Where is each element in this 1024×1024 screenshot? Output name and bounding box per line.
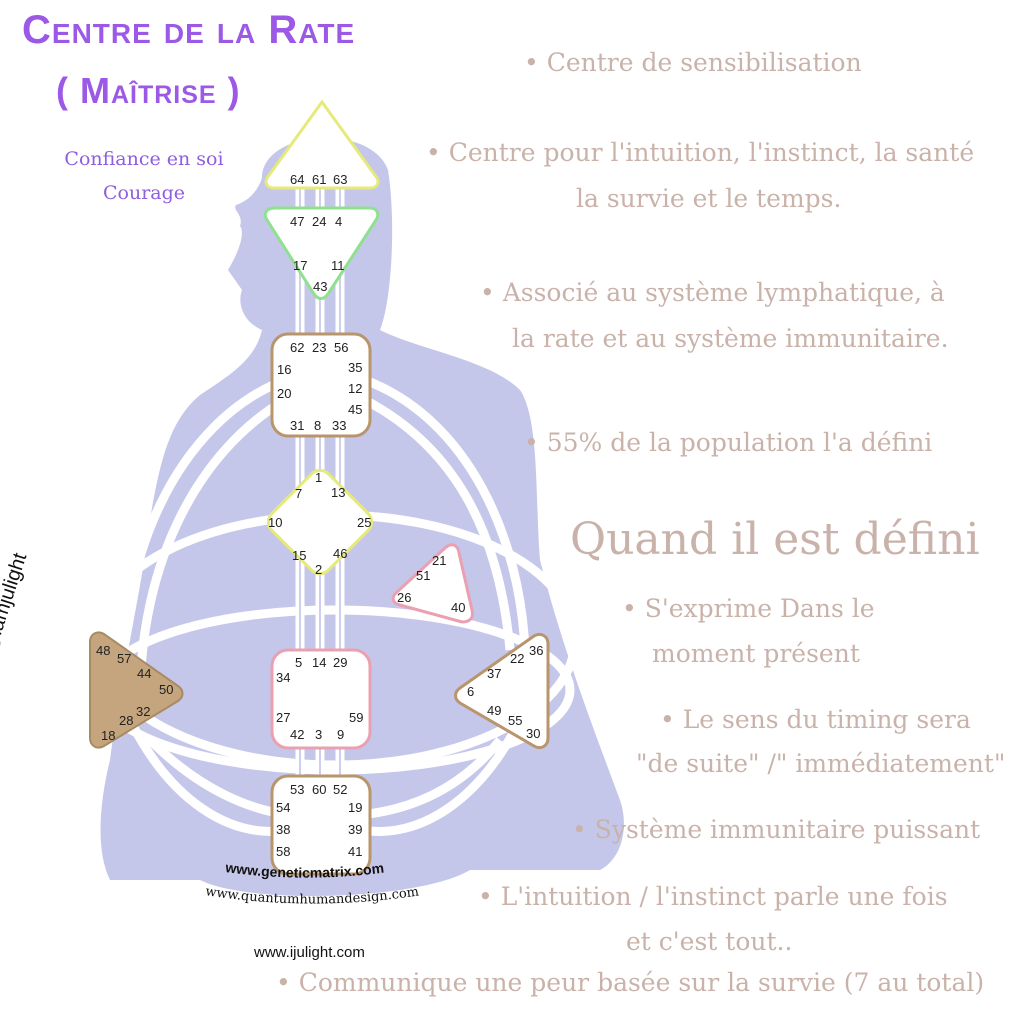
gate-number: 17 bbox=[293, 258, 307, 273]
gate-number: 48 bbox=[96, 643, 110, 658]
bullet-text: • S'exprime Dans le bbox=[622, 594, 875, 623]
gate-number: 40 bbox=[451, 600, 465, 615]
gate-number: 11 bbox=[331, 258, 345, 273]
heart-center bbox=[391, 543, 474, 624]
keyword-courage: Courage bbox=[102, 182, 186, 204]
gate-number: 46 bbox=[333, 546, 347, 561]
gate-number: 51 bbox=[416, 568, 430, 583]
gate-number: 19 bbox=[348, 800, 362, 815]
bullet-text: moment présent bbox=[652, 639, 860, 668]
gate-number: 1 bbox=[315, 470, 322, 485]
gate-number: 36 bbox=[529, 643, 543, 658]
throat-center bbox=[270, 332, 372, 438]
gate-number: 47 bbox=[290, 214, 304, 229]
gate-number: 41 bbox=[348, 844, 362, 859]
bullet-text: • 55% de la population l'a défini bbox=[524, 428, 933, 457]
bullet-text: • L'intuition / l'instinct parle une foi… bbox=[478, 882, 948, 911]
gate-number: 26 bbox=[397, 590, 411, 605]
gate-number: 38 bbox=[276, 822, 290, 837]
bullet-text: • Centre de sensibilisation bbox=[524, 48, 862, 77]
gate-number: 29 bbox=[333, 655, 347, 670]
bullet-text: • Communique une peur basée sur la survi… bbox=[276, 968, 985, 997]
gate-number: 8 bbox=[314, 418, 321, 433]
gate-number: 55 bbox=[508, 713, 522, 728]
bullet-text: la survie et le temps. bbox=[576, 184, 842, 213]
gate-number: 15 bbox=[292, 548, 306, 563]
gate-number: 61 bbox=[312, 172, 326, 187]
gate-number: 49 bbox=[487, 703, 501, 718]
gate-number: 6 bbox=[467, 684, 474, 699]
gate-number: 50 bbox=[159, 682, 173, 697]
bullet-text: et c'est tout.. bbox=[626, 927, 793, 956]
bullet-text: • Centre pour l'intuition, l'instinct, l… bbox=[426, 138, 975, 167]
gate-number: 10 bbox=[268, 515, 282, 530]
gate-number: 5 bbox=[295, 655, 302, 670]
gate-number: 64 bbox=[290, 172, 304, 187]
gate-number: 43 bbox=[313, 279, 327, 294]
root-center bbox=[270, 774, 372, 876]
gate-number: 42 bbox=[290, 727, 304, 742]
gate-number: 35 bbox=[348, 360, 362, 375]
gate-number: 22 bbox=[510, 651, 524, 666]
gate-number: 58 bbox=[276, 844, 290, 859]
bullet-text: • Système immunitaire puissant bbox=[572, 815, 981, 844]
gate-number: 39 bbox=[348, 822, 362, 837]
page-title: Centre de la Rate bbox=[22, 8, 356, 52]
gate-number: 53 bbox=[290, 782, 304, 797]
head-center bbox=[264, 99, 380, 190]
bullet-text: • Le sens du timing sera bbox=[660, 705, 971, 734]
g-center bbox=[266, 468, 374, 576]
gate-number: 25 bbox=[357, 515, 371, 530]
gate-number: 62 bbox=[290, 340, 304, 355]
gate-number: 12 bbox=[348, 381, 362, 396]
gate-number: 33 bbox=[332, 418, 346, 433]
gate-number: 21 bbox=[432, 553, 446, 568]
credit-geneticmatrix[interactable]: www.geneticmatrix.com bbox=[224, 859, 385, 881]
ajna-center bbox=[263, 206, 380, 300]
gate-number: 4 bbox=[335, 214, 342, 229]
gate-number: 2 bbox=[315, 562, 322, 577]
gate-number: 37 bbox=[487, 666, 501, 681]
gate-number: 32 bbox=[136, 704, 150, 719]
bullet-text: la rate et au système immunitaire. bbox=[512, 324, 949, 353]
gate-number: 57 bbox=[117, 651, 131, 666]
website-link[interactable]: www.ijulight.com bbox=[254, 944, 365, 961]
gate-number: 34 bbox=[276, 670, 290, 685]
gate-number: 27 bbox=[276, 710, 290, 725]
gate-number: 52 bbox=[333, 782, 347, 797]
bullet-text: "de suite" /" immédiatement" bbox=[636, 749, 1006, 778]
gate-number: 14 bbox=[312, 655, 326, 670]
gate-number: 28 bbox=[119, 713, 133, 728]
gate-number: 9 bbox=[337, 727, 344, 742]
gate-number: 60 bbox=[312, 782, 326, 797]
bullet-text: • Associé au système lymphatique, à bbox=[480, 278, 945, 307]
gate-number: 7 bbox=[295, 486, 302, 501]
page-subtitle: ( Maîtrise ) bbox=[56, 70, 241, 111]
gate-number: 31 bbox=[290, 418, 304, 433]
keyword-confidence: Confiance en soi bbox=[64, 148, 224, 170]
gate-number: 45 bbox=[348, 402, 362, 417]
gate-number: 3 bbox=[315, 727, 322, 742]
gate-number: 23 bbox=[312, 340, 326, 355]
section-heading: Quand il est défini bbox=[570, 514, 980, 565]
gate-number: 44 bbox=[137, 666, 151, 681]
gate-number: 63 bbox=[333, 172, 347, 187]
gate-number: 30 bbox=[526, 726, 540, 741]
spleen-center bbox=[89, 631, 184, 749]
gate-number: 56 bbox=[334, 340, 348, 355]
gate-number: 18 bbox=[101, 728, 115, 743]
gate-number: 16 bbox=[277, 362, 291, 377]
gate-number: 54 bbox=[276, 800, 290, 815]
gate-number: 24 bbox=[312, 214, 326, 229]
gate-number: 13 bbox=[331, 485, 345, 500]
solar-plexus-center bbox=[454, 632, 550, 750]
gate-number: 59 bbox=[349, 710, 363, 725]
gate-number: 20 bbox=[277, 386, 291, 401]
sacral-center bbox=[270, 648, 372, 750]
